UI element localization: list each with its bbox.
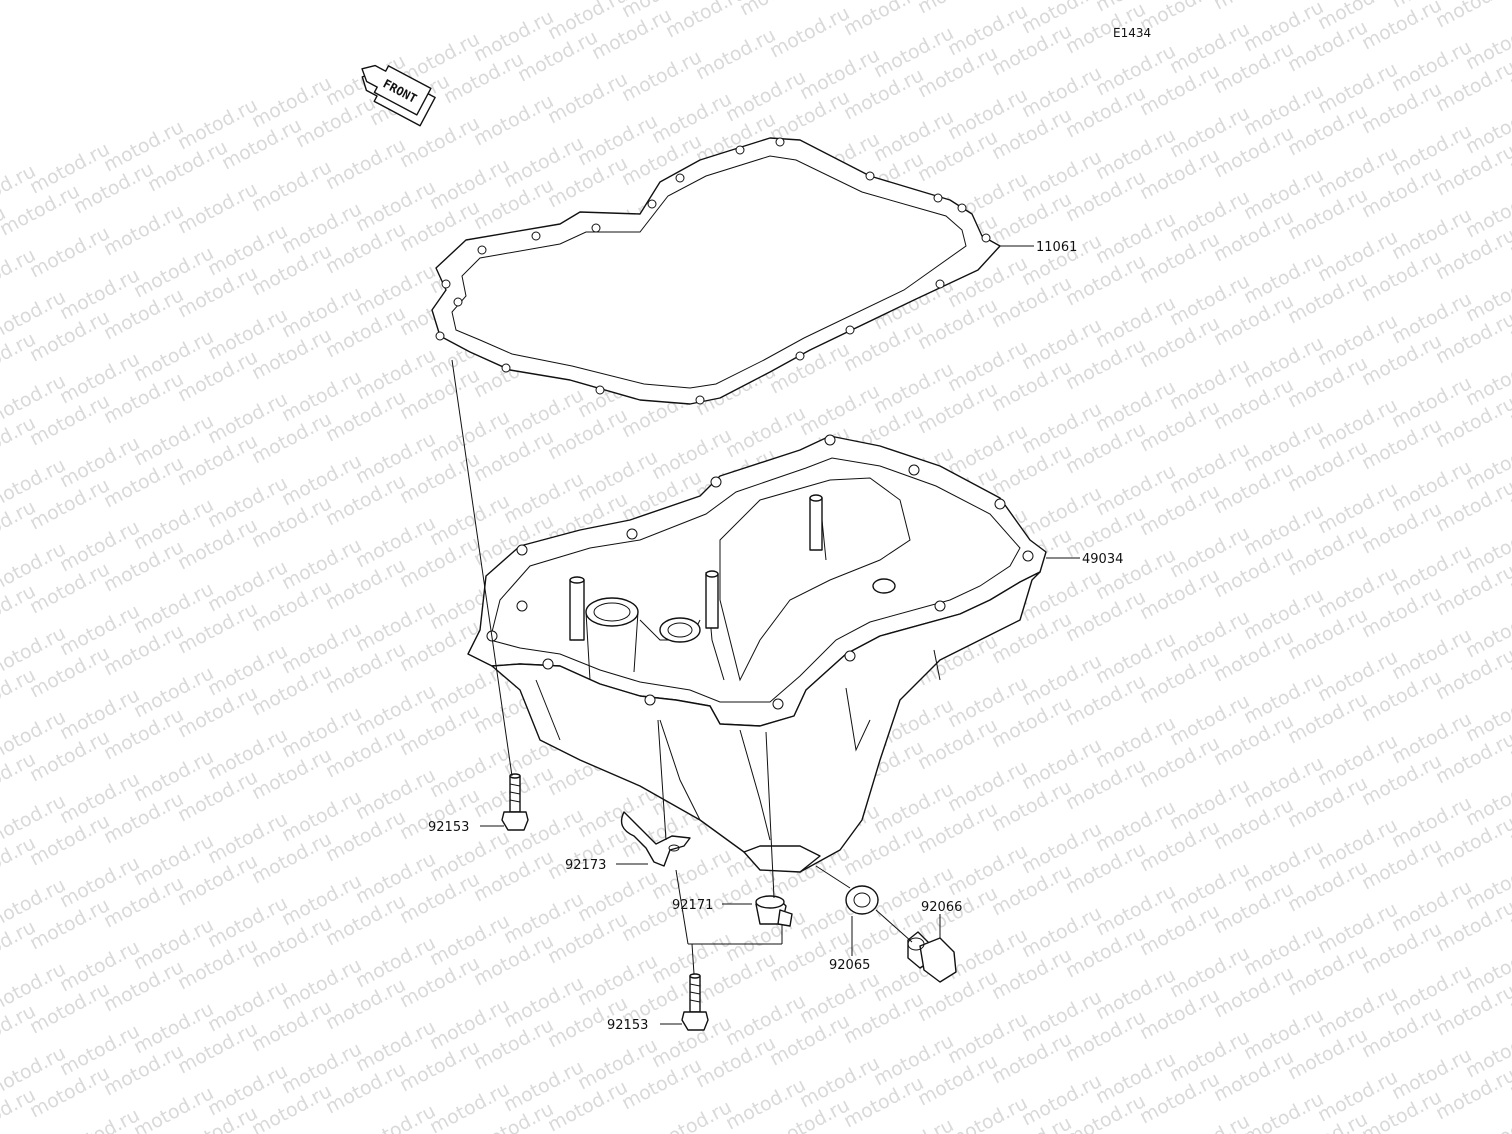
watermark-text: motod.ru [100,200,187,260]
label-washer: 92065 [829,958,870,973]
oil-pan[interactable] [467,434,1047,873]
watermark-text: motod.ru [56,1104,143,1134]
watermark-text: motod.ru [692,24,779,84]
label-drain-plug: 92066 [921,900,962,915]
drain-plug[interactable] [907,931,957,983]
label-clamp: 92173 [565,858,606,873]
watermark-text: motod.ru [840,0,927,40]
gasket-bolt-holes [435,137,991,405]
watermark-text: motod.ru [322,134,409,194]
bolt-lower[interactable] [681,973,709,1031]
watermark-text: motod.ru [1210,0,1297,14]
front-arrow-icon: FRONT [361,64,436,127]
watermark-text: motod.ru [766,2,853,62]
oil-pan-studs [569,494,823,641]
washer[interactable] [845,885,879,915]
watermark-text: motod.ru [662,0,749,42]
watermark-text: motod.ru [914,0,1001,18]
watermark-text: motod.ru [470,90,557,150]
label-collar: 92171 [672,898,713,913]
watermark-text: motod.ru [544,68,631,128]
watermark-text: motod.ru [618,46,705,106]
label-bolt-lower: 92153 [607,1018,648,1033]
collar[interactable] [755,895,793,927]
watermark-text: motod.ru [736,0,823,20]
bolt-upper[interactable] [501,773,529,831]
clamp[interactable] [620,811,691,867]
watermark-text: motod.ru [1432,0,1512,32]
oil-pan-bolt-holes [486,434,1034,710]
watermark-text: motod.ru [248,156,335,216]
watermark-text: motod.ru [1506,0,1512,10]
watermark-text: motod.ru [1240,1088,1327,1134]
watermark-text: motod.ru [396,112,483,172]
label-bolt-upper: 92153 [428,820,469,835]
oil-pan-gasket[interactable] [431,137,1001,405]
leader-lines [451,245,1080,1025]
watermark-text: motod.ru [352,1100,439,1134]
watermark-text: motod.ru [870,1114,957,1134]
watermark-text: motod.ru [174,178,261,238]
diagram-code: E1434 [1113,26,1151,40]
label-gasket: 11061 [1036,240,1077,255]
watermark-text: motod.ru [26,222,113,282]
watermark-text: motod.ru [1462,1106,1512,1134]
label-oil-pan: 49034 [1082,552,1123,567]
